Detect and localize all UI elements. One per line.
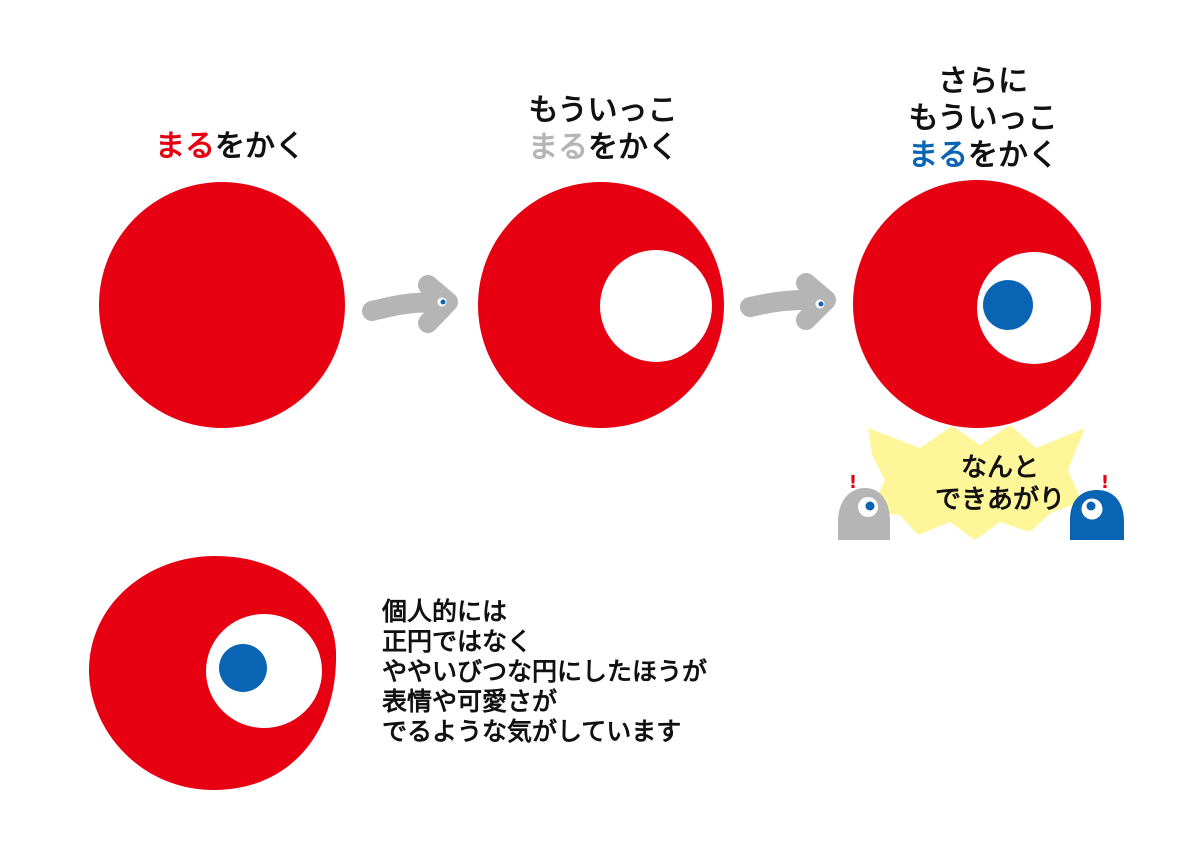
- step2-caption: もういっこ まるをかく: [478, 92, 728, 166]
- burst-shape: [868, 425, 1085, 540]
- step2-highlight: まる: [528, 130, 588, 165]
- surprised-character-icon: !: [838, 472, 890, 540]
- step3-line2: もういっこ: [908, 101, 1058, 136]
- surprised-character-icon: !: [1070, 472, 1124, 540]
- step3-red-circle: [853, 180, 1101, 428]
- burst-line1: なんと: [960, 453, 1039, 483]
- step1-red-circle: [99, 182, 345, 428]
- step2-caption-line: まるをかく: [478, 129, 728, 166]
- burst-line2: できあがり: [934, 485, 1065, 515]
- step3-caption-line: まるをかく: [858, 137, 1108, 174]
- note-line: 正円ではなく: [382, 627, 533, 656]
- step1-rest: をかく: [215, 129, 305, 164]
- step1-caption: まるをかく: [110, 128, 350, 165]
- step3-caption: さらに もういっこ まるをかく: [858, 63, 1108, 174]
- note-line: 表情や可愛さが: [382, 687, 558, 716]
- arrow-icon: [740, 273, 836, 330]
- blue-exclaim-mark: !: [1101, 472, 1109, 493]
- step2-rest: をかく: [588, 130, 678, 165]
- step1-highlight: まる: [155, 129, 215, 164]
- burst-text: なんと できあがり: [910, 452, 1090, 516]
- gray-exclaim-mark: !: [849, 472, 857, 493]
- note-line: ややいびつな円にしたほうが: [382, 657, 708, 686]
- note-line: でるような気がしています: [382, 717, 682, 746]
- final-blue-pupil: [219, 644, 267, 692]
- step2-white-circle: [600, 250, 712, 362]
- step3-blue-circle: [983, 280, 1033, 330]
- step1-caption-line: まるをかく: [110, 128, 350, 165]
- step2-line1: もういっこ: [528, 93, 678, 128]
- arrow-icon: [362, 275, 458, 333]
- step3-rest: をかく: [968, 138, 1058, 173]
- step3-highlight: まる: [908, 138, 968, 173]
- step3-line1: さらに: [938, 64, 1028, 99]
- step3-white-circle: [977, 252, 1091, 364]
- note-line: 個人的には: [382, 597, 508, 626]
- note-text: 個人的には 正円ではなく ややいびつな円にしたほうが 表情や可愛さが でるような…: [382, 597, 707, 747]
